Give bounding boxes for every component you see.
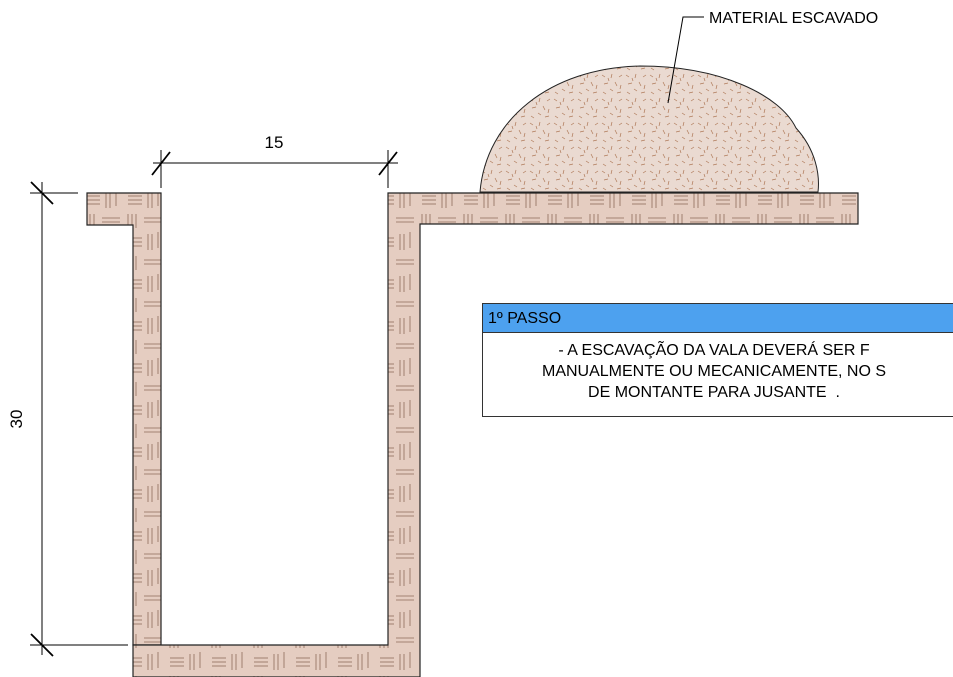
step-note-title: 1º PASSO bbox=[482, 303, 953, 333]
excavated-material-pile bbox=[479, 65, 819, 193]
width-dimension-label: 15 bbox=[265, 133, 284, 152]
step-note-line-3: DE MONTANTE PARA JUSANTE . bbox=[588, 384, 840, 401]
height-dimension-label: 30 bbox=[7, 410, 26, 429]
soil-left-section bbox=[86, 192, 162, 646]
excavated-material-label: MATERIAL ESCAVADO bbox=[709, 10, 878, 27]
soil-right-section bbox=[132, 192, 859, 677]
step-note: 1º PASSO - A ESCAVAÇÃO DA VALA DEVERÁ SE… bbox=[482, 303, 953, 417]
width-dimension bbox=[151, 150, 398, 188]
height-dimension bbox=[30, 181, 128, 657]
excavated-material-leader bbox=[667, 16, 704, 104]
step-note-line-2: MANUALMENTE OU MECANICAMENTE, NO S bbox=[541, 363, 887, 380]
step-note-line-1: - A ESCAVAÇÃO DA VALA DEVERÁ SER F bbox=[558, 342, 870, 359]
step-note-body: - A ESCAVAÇÃO DA VALA DEVERÁ SER F MANUA… bbox=[482, 333, 953, 417]
